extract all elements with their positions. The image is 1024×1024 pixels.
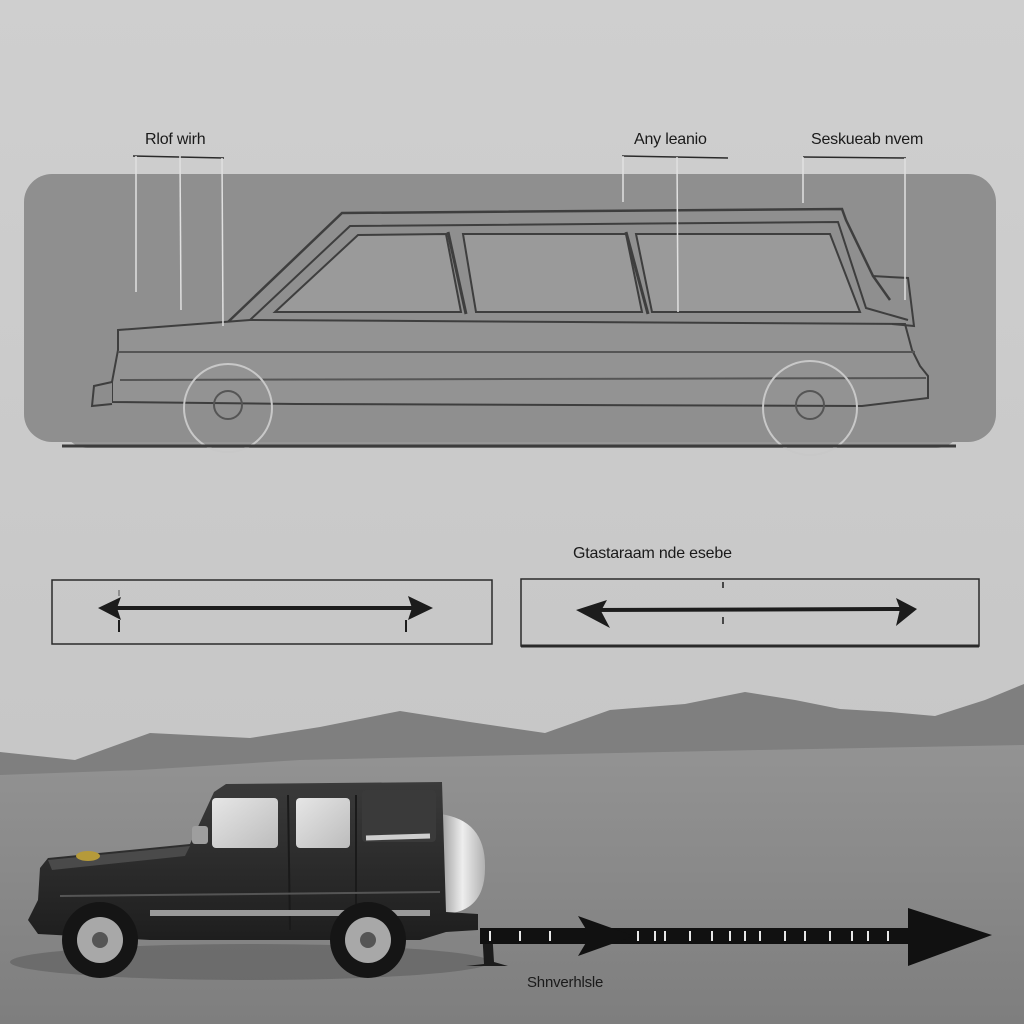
leader-left-top	[132, 155, 225, 159]
arrowhead-right	[896, 598, 917, 626]
arrowhead-right	[408, 596, 433, 620]
measurement-ruler-arrow	[480, 908, 992, 966]
leader-right-top	[802, 156, 907, 159]
arrowhead-left	[576, 600, 610, 628]
annotation-label-middle: Any leanio	[634, 131, 707, 148]
leader-middle-top	[621, 155, 729, 159]
suv-window-back	[362, 790, 436, 842]
scale-box-right	[520, 578, 980, 648]
suv-window-rear	[296, 798, 350, 848]
bottom-caption: Shnverhlsle	[527, 974, 604, 991]
scale-box-left	[51, 579, 493, 645]
suv-vehicle	[10, 782, 508, 980]
ruler-arrowhead	[908, 908, 992, 966]
arrowhead-left	[98, 597, 121, 620]
annotation-leaders	[132, 155, 907, 327]
scale-caption: Gtastaraam nde esebe	[573, 545, 732, 562]
annotation-label-right: Seskueab nvem	[811, 131, 924, 148]
suv-window-front	[212, 798, 278, 848]
annotation-label-left: Rlof wirh	[145, 131, 206, 148]
leader-left-drop-2	[179, 155, 182, 311]
spare-tire	[440, 814, 486, 914]
leader-middle-drop-2	[676, 156, 679, 313]
station-wagon-outline	[62, 207, 956, 456]
leader-left-drop-3	[221, 157, 224, 327]
